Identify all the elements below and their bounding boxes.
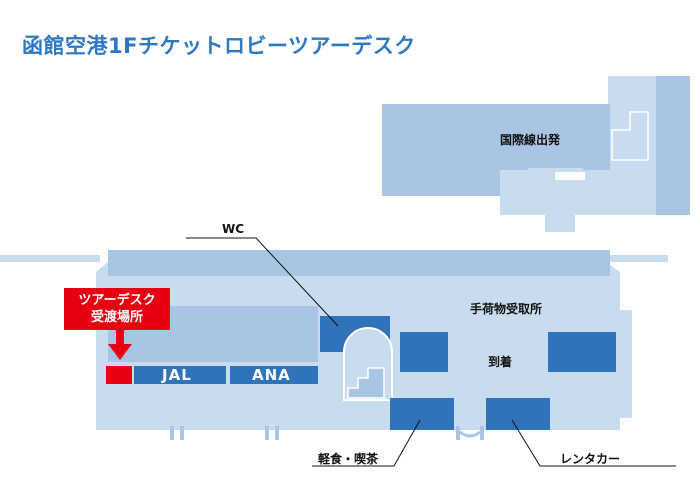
- ana-counter-label: ANA: [252, 366, 291, 384]
- intl-building-white: [555, 172, 585, 180]
- rental-block: [486, 398, 550, 430]
- baggage-block-left: [400, 332, 448, 372]
- snack-block: [390, 398, 454, 430]
- red-arrow: [108, 330, 132, 360]
- label-baggage-claim: 手荷物受取所: [470, 302, 543, 316]
- wc-leader: [186, 237, 339, 327]
- baggage-block-right: [548, 332, 616, 372]
- intl-building-stairs: [611, 111, 649, 161]
- rental-leader: [511, 419, 676, 467]
- door-marks: [170, 426, 484, 440]
- ana-counter: [230, 366, 318, 384]
- terminal-upper-band: [108, 250, 610, 276]
- label-international-departure: 国際線出発: [500, 133, 561, 147]
- entrance-curve: [459, 430, 481, 438]
- intl-building-lower: [500, 170, 610, 232]
- tour-desk-marker: [106, 366, 132, 384]
- label-arrival: 到着: [488, 355, 513, 369]
- label-wc: WC: [222, 222, 245, 236]
- ground-line-left: [0, 255, 100, 262]
- baggage-band: [396, 276, 616, 330]
- label-snack-cafe: 軽食・喫茶: [318, 452, 379, 466]
- jal-counter: [134, 366, 226, 384]
- snack-leader: [312, 419, 421, 467]
- tour-desk-callout: ツアーデスク 受渡場所: [64, 288, 170, 330]
- stairs-block: [347, 367, 385, 399]
- jal-counter-label: JAL: [162, 366, 192, 384]
- callout-line2: 受渡場所: [90, 310, 143, 325]
- terminal-stub: [190, 278, 224, 298]
- callout-line1: ツアーデスク: [78, 293, 156, 308]
- intl-building-column: [656, 76, 690, 215]
- page-title: 函館空港1Fチケットロビーツアーデスク: [22, 34, 416, 58]
- label-rental-car: レンタカー: [560, 452, 621, 466]
- ground-line-right: [610, 255, 668, 262]
